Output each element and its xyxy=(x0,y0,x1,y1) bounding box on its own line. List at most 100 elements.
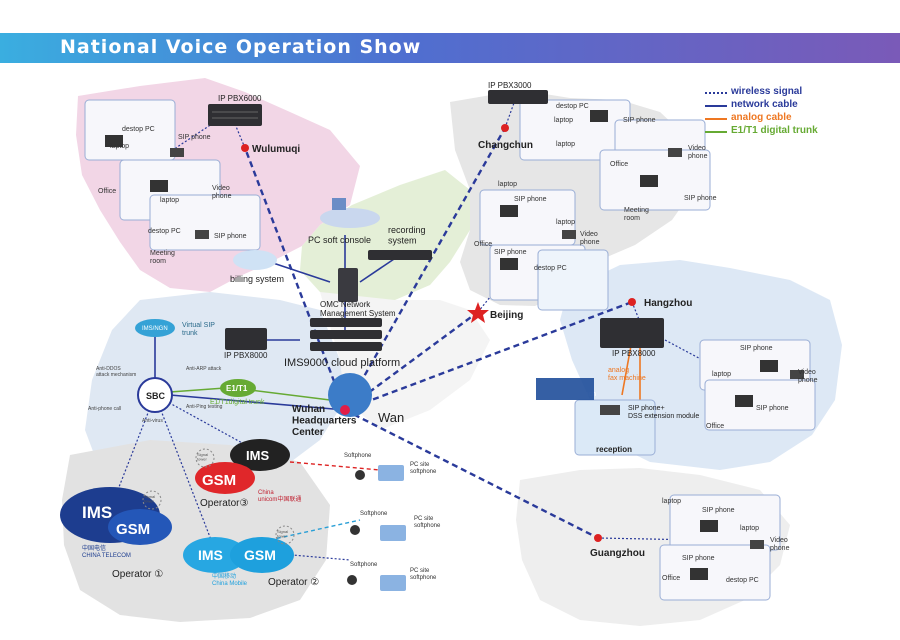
billing-device xyxy=(233,250,277,270)
city-hangzhou: Hangzhou xyxy=(644,298,692,309)
label-destop-pc-1: destop PC xyxy=(122,126,155,133)
signal-tower-2 xyxy=(275,525,295,545)
link-sbc-op3 xyxy=(154,394,256,451)
label-sip-phone-5: SIP phone xyxy=(702,507,735,514)
link-op3-softphone xyxy=(289,461,381,471)
label-laptop-2b: laptop xyxy=(556,141,575,148)
label-e1t1: E1/T1digital trunk xyxy=(210,399,265,406)
label-sip-phone-5b: SIP phone xyxy=(682,555,715,562)
label-sip-phone-2b: SIP phone xyxy=(684,195,717,202)
globe-wuhan xyxy=(328,373,372,417)
label-laptop-5: laptop xyxy=(662,498,681,505)
marker-hangzhou xyxy=(628,298,636,306)
page-title: National Voice Operation Show xyxy=(60,36,422,58)
label-laptop-2: laptop xyxy=(554,117,573,124)
label-office-1: Office xyxy=(98,188,116,195)
signal-tower-1 xyxy=(142,490,162,510)
op3-gsm: GSM xyxy=(202,472,236,489)
legend-item-wireless: wireless signal xyxy=(705,86,895,99)
label-office-4: Office xyxy=(706,423,724,430)
label-pbx8000-hq: IP PBX8000 xyxy=(224,351,268,360)
label-sip-phone-3: SIP phone xyxy=(514,196,547,203)
label-laptop-1b: laptop xyxy=(160,197,179,204)
op1-label: Operator ① xyxy=(112,569,163,580)
office-changchun xyxy=(519,99,711,211)
marker-changchun xyxy=(501,124,509,132)
label-pbx8000-hz: IP PBX8000 xyxy=(612,349,656,358)
link-omc-billing xyxy=(269,261,331,283)
legend-item-network: network cable xyxy=(705,99,895,112)
label-pc-console: PC soft console xyxy=(308,235,371,245)
link-changchun-pbx xyxy=(504,99,516,129)
label-sip-dss: SIP phone+DSS extension module xyxy=(628,405,699,420)
sbc-feature-arp: Anti-ARP attack xyxy=(186,366,222,372)
pc-console-device xyxy=(320,198,380,228)
e1t1-node xyxy=(220,379,256,397)
sbc-feature-call: Anti-phone call xyxy=(88,406,121,412)
op2-gsm: GSM xyxy=(244,547,276,563)
map-region-southwest-gray xyxy=(62,440,330,622)
city-wan: Wan xyxy=(378,410,404,425)
ims-ngn-node xyxy=(135,319,175,337)
legend-label-network: network cable xyxy=(731,99,798,110)
legend: wireless signal network cable analog cab… xyxy=(705,86,895,138)
legend-item-analog: analog cable xyxy=(705,112,895,125)
label-sip-phone-1b: SIP phone xyxy=(214,233,247,240)
cloud-platform-servers xyxy=(310,318,382,351)
label-sip-phone-2: SIP phone xyxy=(623,117,656,124)
legend-label-e1t1: E1/T1 digital trunk xyxy=(731,125,818,136)
label-billing: billing system xyxy=(230,274,284,284)
city-guangzhou: Guangzhou xyxy=(590,548,645,559)
legend-swatch-wireless xyxy=(705,92,727,94)
label-destop-pc-1b: destop PC xyxy=(148,228,181,235)
pbx3000-device xyxy=(488,90,548,104)
softphone-users xyxy=(347,465,406,591)
op2-label: Operator ② xyxy=(268,577,319,588)
link-hq-beijing xyxy=(344,311,479,411)
label-ims-ngn: IMS/NGN xyxy=(142,326,168,332)
legend-swatch-analog xyxy=(705,118,727,120)
link-e1t1-hq xyxy=(249,389,331,401)
link-sbc-hq xyxy=(169,394,346,411)
legend-label-wireless: wireless signal xyxy=(731,86,803,97)
label-destop-pc-2: destop PC xyxy=(556,103,589,110)
op3-ims: IMS xyxy=(246,448,269,463)
label-sip-phone-4: SIP phone xyxy=(740,345,773,352)
label-destop-pc-3: destop PC xyxy=(534,265,567,272)
city-beijing: Beijing xyxy=(490,310,523,321)
pbx6000-device xyxy=(208,104,262,126)
pbx8000-hq-device xyxy=(225,328,267,350)
label-office-3: Office xyxy=(474,241,492,248)
label-sip-phone-3b: SIP phone xyxy=(494,249,527,256)
label-reception: reception xyxy=(596,445,632,454)
link-hq-guangzhou xyxy=(344,408,599,540)
sbc-node xyxy=(137,377,173,413)
city-wulumuqi: Wulumuqi xyxy=(252,144,300,155)
recording-device xyxy=(368,250,432,260)
office-beijing xyxy=(479,189,609,311)
label-destop-pc-5: destop PC xyxy=(726,577,759,584)
link-hq-wulumuqi xyxy=(243,147,347,411)
link-hq-changchun xyxy=(343,127,507,411)
link-e1t1 xyxy=(169,387,226,393)
link-sbc-op1 xyxy=(109,394,156,511)
city-changchun: Changchun xyxy=(478,140,533,151)
label-sip-phone-1: SIP phone xyxy=(178,134,211,141)
label-sbc: SBC xyxy=(146,391,166,401)
label-laptop-3: laptop xyxy=(498,181,517,188)
link-hq-hangzhou xyxy=(344,300,633,412)
